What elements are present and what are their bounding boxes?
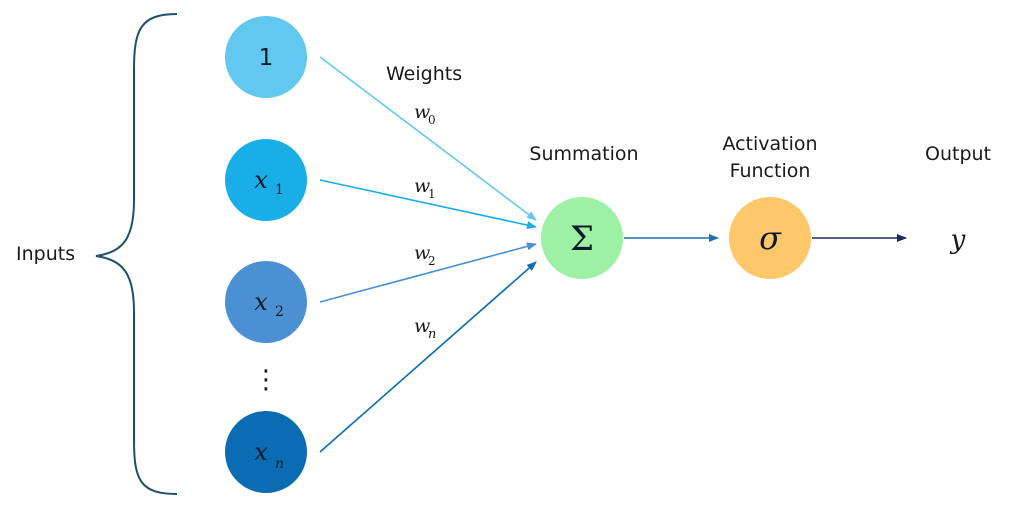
output-symbol: y	[950, 225, 966, 255]
input-node-xn	[225, 411, 307, 493]
input-node-bias	[225, 16, 307, 98]
summation-label: Summation	[529, 143, 638, 165]
weights-label: Weights	[386, 63, 462, 85]
inputs-label: Inputs	[16, 243, 75, 265]
input-node-x2-label: x	[254, 288, 268, 316]
input-node-xn-sub: n	[275, 456, 284, 472]
input-node-x1-label: x	[254, 166, 268, 194]
input-node-bias-label: 1	[259, 45, 274, 71]
weight-w1: w	[414, 175, 430, 197]
input-node-x2-sub: 2	[275, 304, 284, 320]
input-node-x2	[225, 261, 307, 343]
output-label: Output	[925, 143, 991, 165]
edge-w0	[319, 56, 537, 221]
activation-node	[729, 197, 811, 279]
edge-wn	[319, 261, 537, 453]
activation-symbol: σ	[759, 219, 782, 257]
inputs-brace	[95, 13, 178, 495]
weight-wn: w	[414, 315, 430, 337]
weight-w0-sub: 0	[428, 113, 436, 127]
weight-w1-sub: 1	[428, 187, 436, 201]
activation-label-line2: Function	[730, 160, 811, 182]
edge-w1	[319, 179, 537, 229]
summation-node	[541, 197, 623, 279]
weight-w2: w	[414, 242, 430, 264]
weight-w0: w	[414, 101, 430, 123]
activation-label-line1: Activation	[722, 133, 817, 155]
edge-w2	[319, 242, 537, 303]
input-node-xn-label: x	[254, 438, 268, 466]
weight-w2-sub: 2	[428, 254, 436, 268]
weight-wn-sub: n	[428, 327, 436, 342]
input-ellipsis: ⋮	[253, 365, 279, 395]
summation-symbol: Σ	[570, 219, 594, 259]
input-node-x1	[225, 139, 307, 221]
input-node-x1-sub: 1	[275, 182, 284, 198]
